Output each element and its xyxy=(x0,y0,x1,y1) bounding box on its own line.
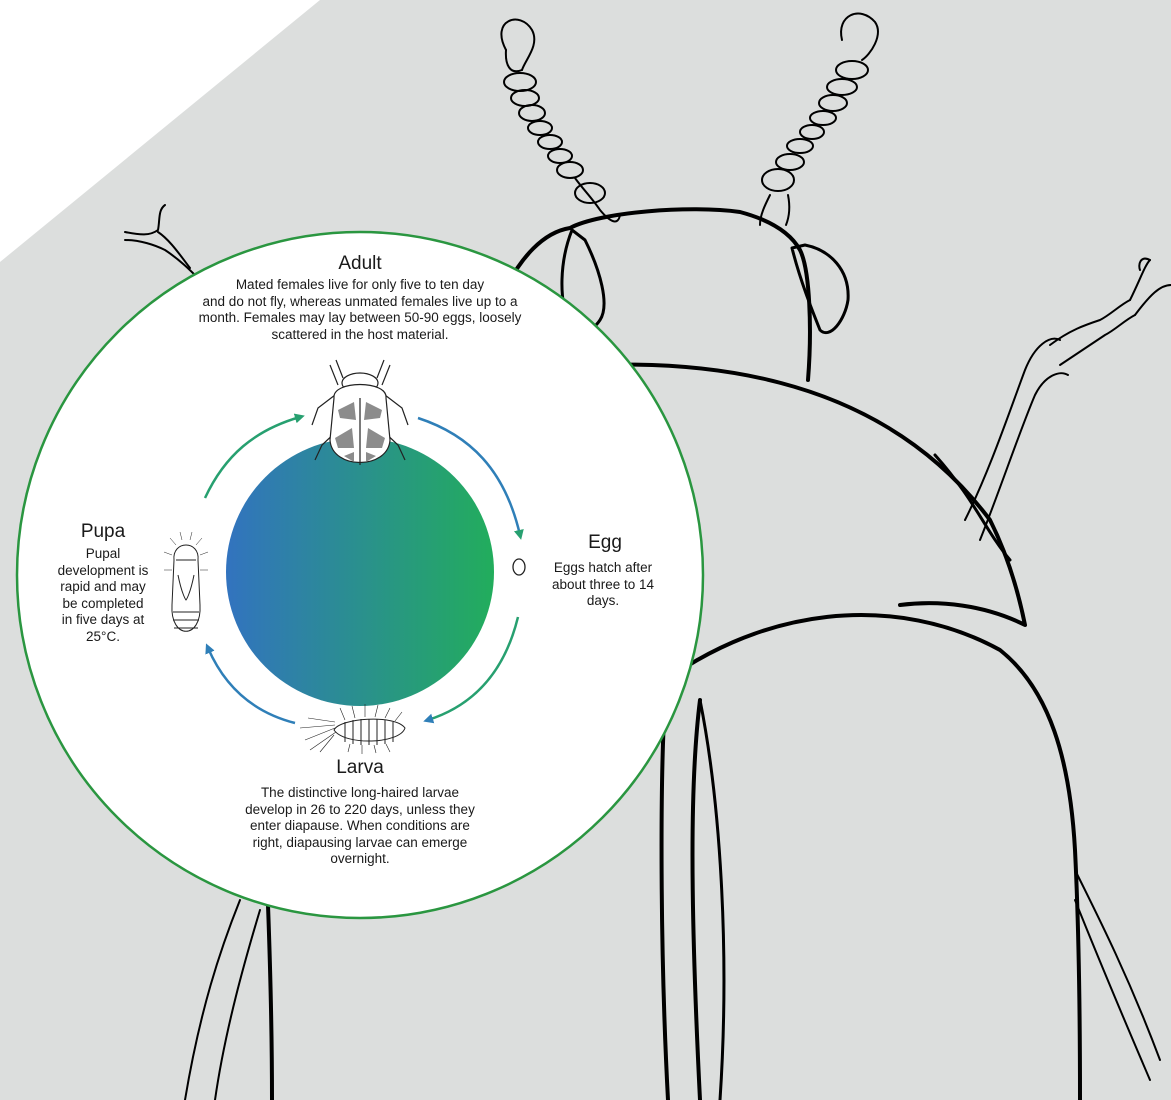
pupa-title: Pupa xyxy=(80,521,126,542)
egg-description: Eggs hatch after about three to 14 days. xyxy=(551,560,655,608)
adult-title: Adult xyxy=(338,253,382,274)
larva-title: Larva xyxy=(336,757,384,778)
adult-description: Mated females live for only five to ten … xyxy=(198,277,522,342)
adult-beetle-icon xyxy=(311,359,409,465)
pupa-description: Pupal development is rapid and may be co… xyxy=(57,546,149,644)
arrow-larva-to-pupa xyxy=(205,643,296,725)
arrow-adult-to-egg xyxy=(417,416,524,540)
egg-title: Egg xyxy=(588,532,622,553)
larva-icon xyxy=(299,704,406,754)
pupa-icon xyxy=(163,531,209,632)
arrow-egg-to-larva xyxy=(423,616,520,724)
arrow-pupa-to-adult xyxy=(203,413,305,499)
egg-icon xyxy=(512,558,526,576)
center-gradient-circle xyxy=(226,438,494,706)
larva-description: The distinctive long-haired larvae devel… xyxy=(245,785,475,866)
